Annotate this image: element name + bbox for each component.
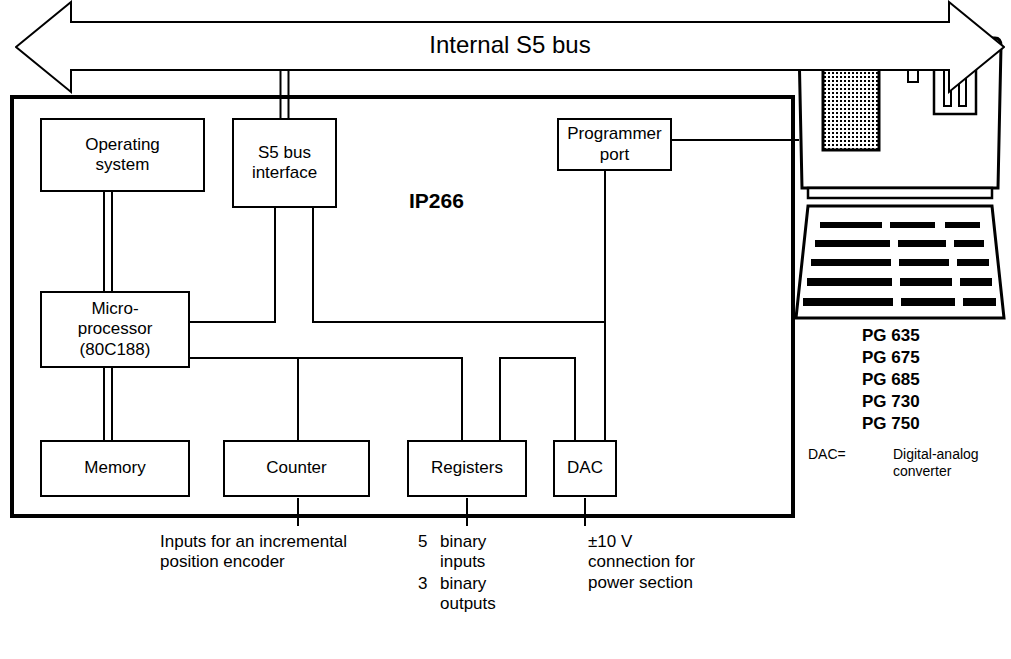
programmer-model: PG 750 xyxy=(862,414,920,434)
memory-box: Memory xyxy=(40,440,190,497)
bus-link xyxy=(108,368,109,440)
screen xyxy=(823,60,879,150)
register-box: Registers xyxy=(407,440,527,497)
leader-line xyxy=(297,498,299,526)
bus-link xyxy=(284,70,285,118)
bus-name: Internal S5 bus xyxy=(15,31,1005,60)
keys xyxy=(803,222,996,306)
programmer-model: PG 635 xyxy=(862,326,920,346)
signal-line xyxy=(313,171,605,322)
counter-box: Counter xyxy=(223,440,370,497)
programmer-model: PG 730 xyxy=(862,392,920,412)
block-label: Registers xyxy=(431,458,503,478)
programmer-model: PG 675 xyxy=(862,348,920,368)
block-label: Programmer port xyxy=(565,124,665,165)
block-label: Memory xyxy=(84,458,145,478)
block-label: DAC xyxy=(567,458,603,478)
module-name: IP266 xyxy=(409,188,464,213)
signal-line xyxy=(605,171,606,440)
abbreviation: DAC= xyxy=(808,446,846,463)
signal-count: 5 xyxy=(418,532,427,552)
interface-box: S5 bus interface xyxy=(232,118,337,208)
os-box: Operating system xyxy=(40,118,205,192)
connection-note: Inputs for an incremental position encod… xyxy=(160,532,395,573)
leader-line xyxy=(584,498,586,526)
connection-note: binary inputs xyxy=(440,532,512,573)
abbreviation-meaning: Digital-analog converter xyxy=(893,446,1005,480)
programmer-cable xyxy=(672,139,799,141)
monitor-base xyxy=(808,188,992,198)
signal-count: 3 xyxy=(418,574,427,594)
block-label: Operating system xyxy=(63,135,183,176)
programmer-model: PG 685 xyxy=(862,370,920,390)
block-label: S5 bus interface xyxy=(245,143,325,184)
connection-note: binary outputs xyxy=(440,574,512,615)
leader-line xyxy=(466,498,468,526)
signal-line xyxy=(190,358,462,440)
block-label: Micro-processor (80C188) xyxy=(69,299,161,360)
signal-line xyxy=(500,358,575,440)
keyboard xyxy=(796,206,1004,318)
bus-link xyxy=(108,192,109,291)
block-label: Counter xyxy=(266,458,326,478)
signal-line xyxy=(190,358,298,440)
port-box: Programmer port xyxy=(557,118,672,171)
bus-arrow: Internal S5 bus xyxy=(15,0,1005,95)
signal-line xyxy=(190,208,275,322)
dac-box: DAC xyxy=(553,440,617,497)
processor-box: Micro-processor (80C188) xyxy=(40,291,190,368)
connection-note: ±10 V connection for power section xyxy=(588,532,716,593)
module-frame: IP266 Operating system S5 bus interface Pro… xyxy=(10,95,795,518)
